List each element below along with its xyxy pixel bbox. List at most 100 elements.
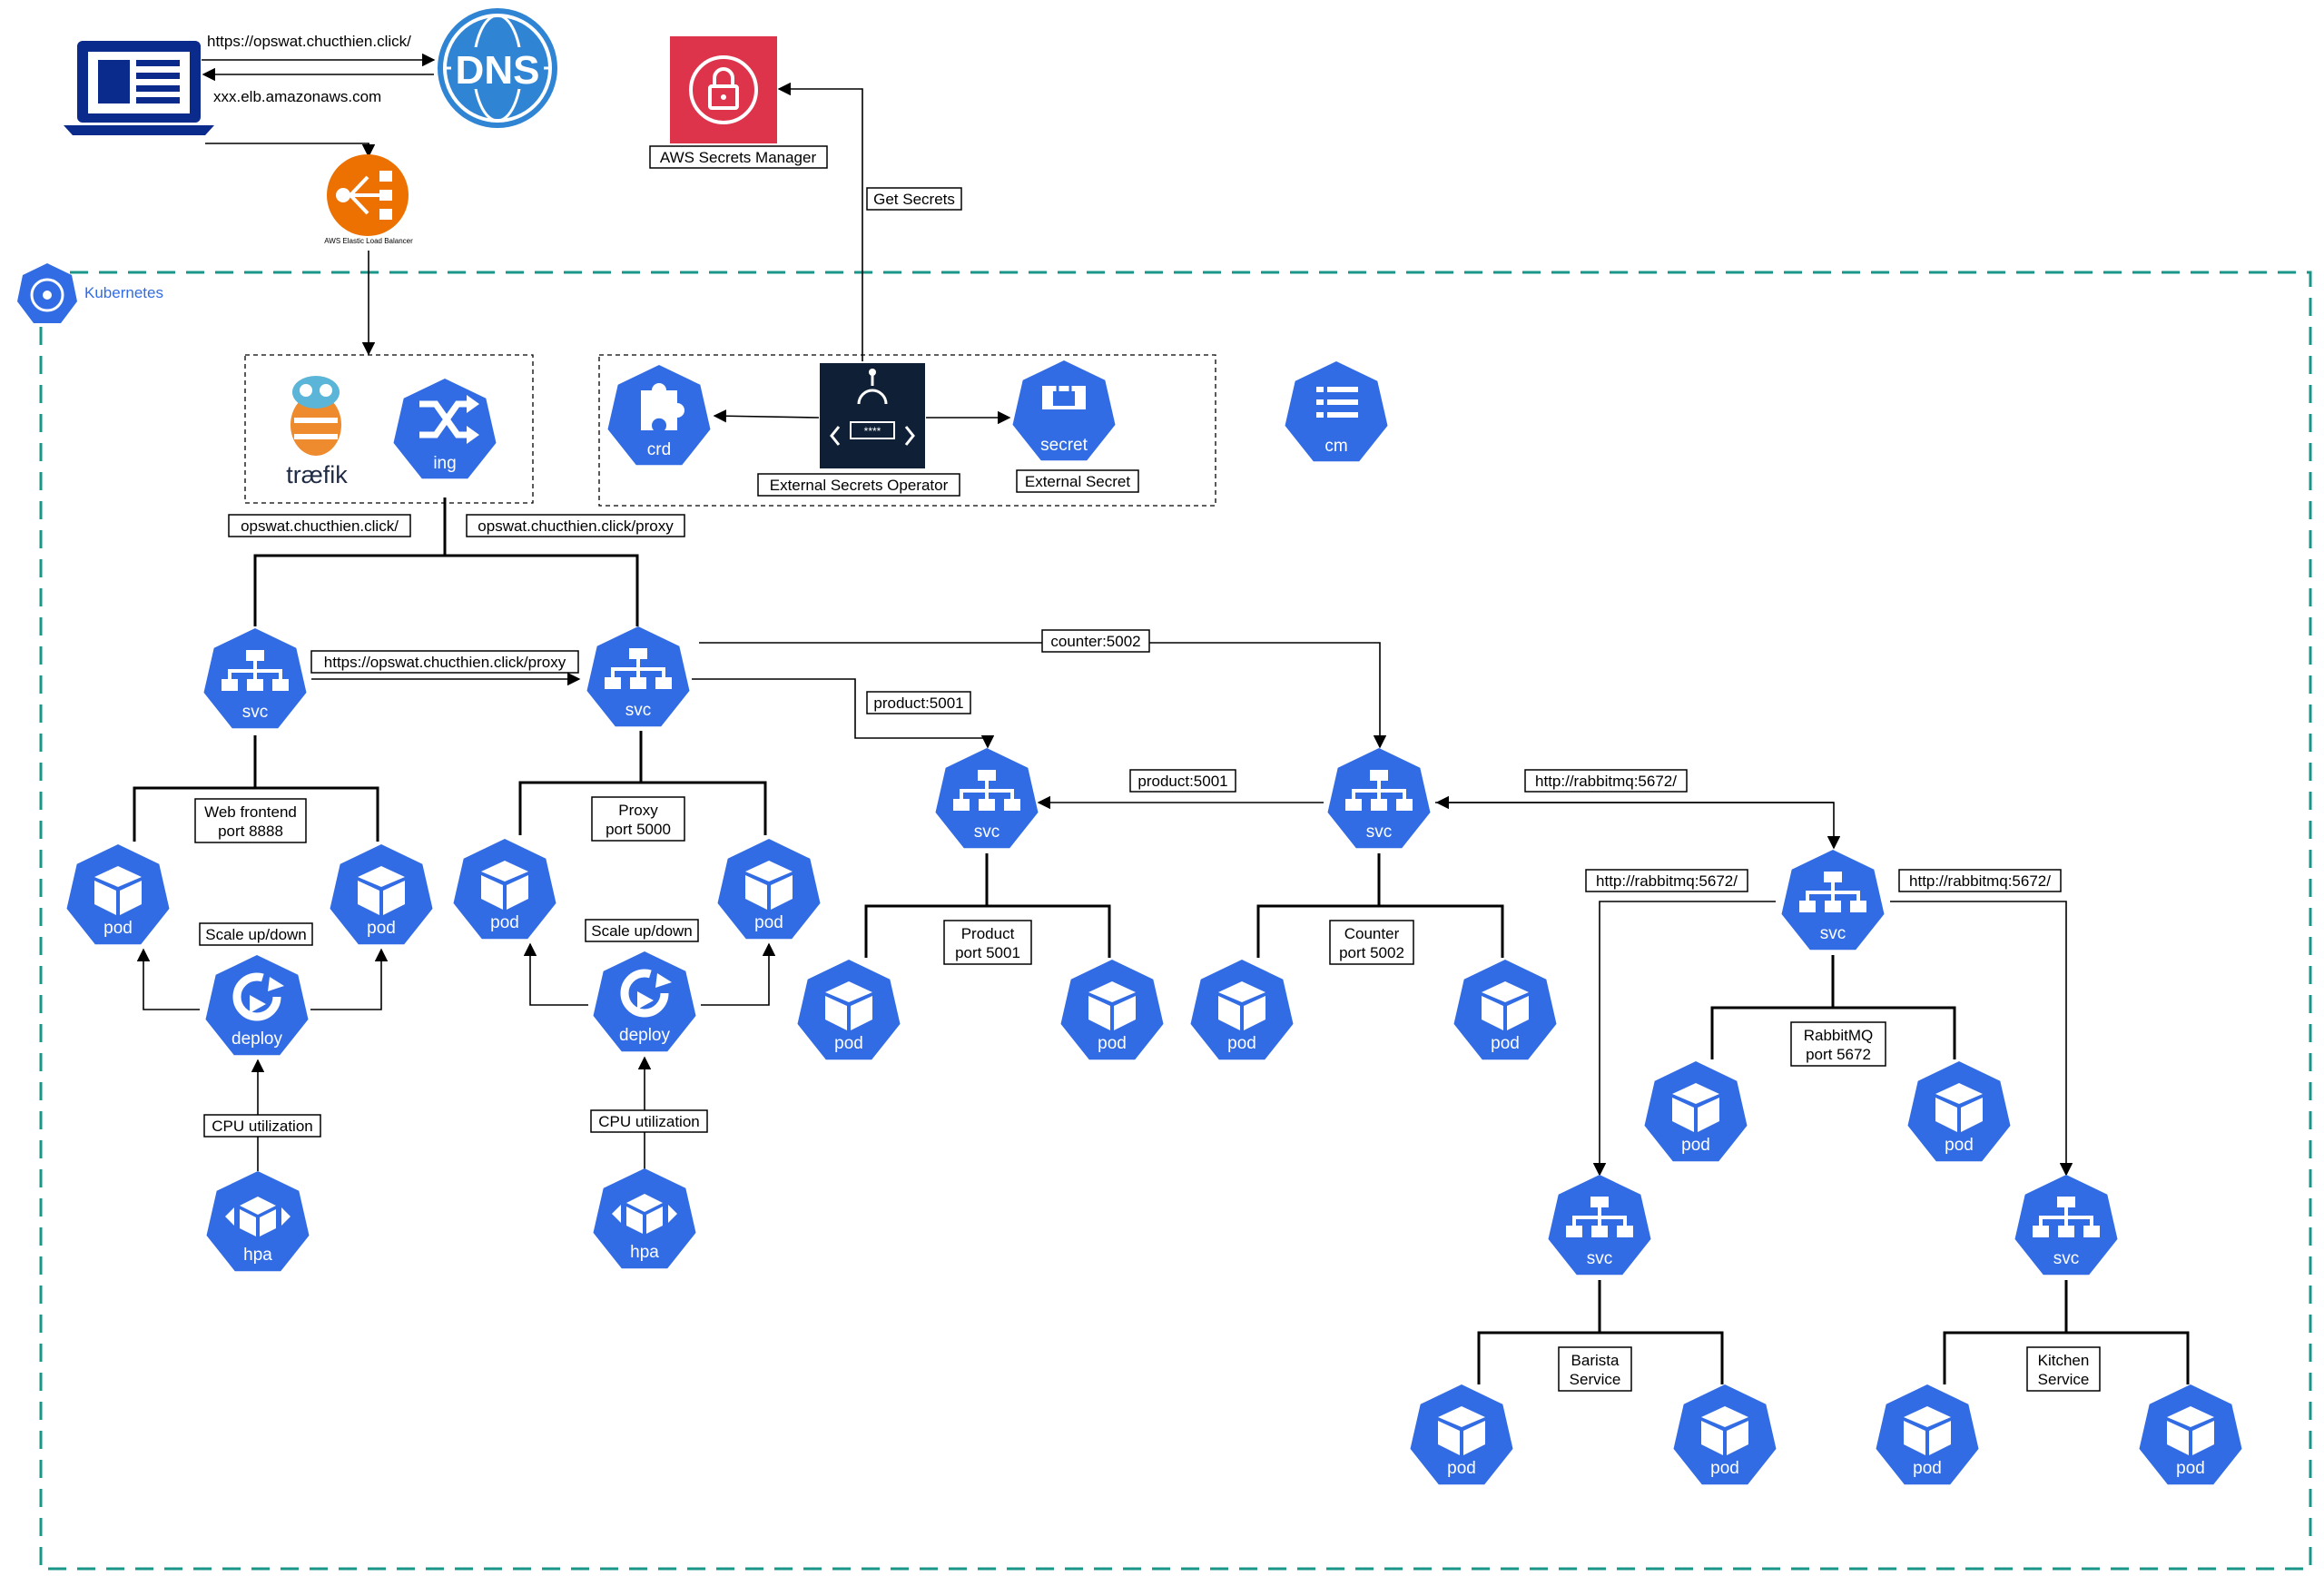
- barista-pod-2-icon: pod: [1673, 1384, 1777, 1485]
- proxy-hpa-caption: hpa: [630, 1243, 659, 1262]
- crd-label: crd: [647, 440, 671, 459]
- external-secret-label: External Secret: [1025, 473, 1130, 490]
- aws-secrets-manager-label: AWS Secrets Manager: [660, 149, 817, 166]
- connector-lines: [133, 731, 2190, 1384]
- ing-label: ing: [433, 454, 456, 473]
- edge-label-web-to-proxy: https://opswat.chucthien.click/proxy: [324, 654, 566, 671]
- web-hpa-caption: hpa: [243, 1246, 272, 1265]
- rabbitmq-svc-caption: svc: [1820, 924, 1846, 943]
- dns-response-label: xxx.elb.amazonaws.com: [213, 88, 381, 105]
- arrow-lines: [136, 642, 2073, 1177]
- web-pod-1-caption: pod: [103, 919, 133, 938]
- edge-label-rabbit-to-barista: http://rabbitmq:5672/: [1596, 872, 1738, 890]
- configmap-label: cm: [1324, 437, 1347, 456]
- kubernetes-cluster-border: [39, 271, 2312, 1571]
- web-hpa-icon: hpa: [206, 1171, 310, 1272]
- product-svc-icon: svc: [935, 748, 1039, 849]
- web-svc-icon: svc: [203, 628, 307, 729]
- kubernetes-label: Kubernetes: [84, 284, 163, 301]
- web-svc-caption: svc: [242, 703, 269, 722]
- edge-operator-to-secrets-manager: [777, 82, 863, 361]
- external-secrets-group-box: [598, 354, 1216, 507]
- counter-pod-1-icon: pod: [1190, 960, 1294, 1060]
- dns-icon: DNS: [438, 8, 557, 128]
- secret-icon-label: secret: [1040, 436, 1088, 455]
- barista-svc-icon: svc: [1548, 1175, 1651, 1276]
- edge-label-proxy-to-product: product:5001: [873, 694, 963, 712]
- counter-pod-2-icon: pod: [1453, 960, 1557, 1060]
- edge-label-rabbit-to-kitchen: http://rabbitmq:5672/: [1909, 872, 2051, 890]
- product-pod-2-icon: pod: [1060, 960, 1164, 1060]
- laptop-icon: [64, 41, 214, 135]
- route-web-label: opswat.chucthien.click/: [241, 517, 399, 535]
- dns-request-url-label: https://opswat.chucthien.click/: [207, 33, 411, 50]
- external-secrets-operator-label: External Secrets Operator: [770, 477, 949, 494]
- dns-text: DNS: [456, 48, 540, 93]
- barista-pod-2-caption: pod: [1710, 1459, 1739, 1478]
- edge-label-proxy-to-counter: counter:5002: [1050, 633, 1140, 650]
- edge-ingress-to-services: [253, 554, 639, 626]
- barista-svc-caption: svc: [1587, 1249, 1613, 1268]
- web-deploy-caption: deploy: [231, 1029, 282, 1049]
- edge-label-counter-to-rabbit: http://rabbitmq:5672/: [1535, 773, 1677, 790]
- web-deploy-icon: deploy: [205, 955, 309, 1056]
- configmap-icon: cm: [1285, 361, 1388, 462]
- route-proxy-label: opswat.chucthien.click/proxy: [478, 517, 674, 535]
- proxy-deploy-icon: deploy: [593, 951, 696, 1052]
- rabbitmq-pod-1-caption: pod: [1681, 1136, 1710, 1155]
- traefik-gopher-icon: [290, 376, 341, 456]
- external-secrets-operator-icon: ****: [820, 363, 925, 468]
- aws-secrets-manager-icon: [670, 36, 777, 143]
- service-label-boxes: [194, 796, 2101, 1392]
- proxy-deploy-caption: deploy: [619, 1026, 670, 1045]
- proxy-pod-1-caption: pod: [490, 913, 519, 932]
- kitchen-pod-2-caption: pod: [2176, 1459, 2205, 1478]
- barista-pod-1-icon: pod: [1410, 1384, 1513, 1485]
- rabbitmq-pod-1-icon: pod: [1644, 1061, 1748, 1162]
- product-pod-1-icon: pod: [797, 960, 901, 1060]
- kubernetes-logo-icon: [17, 263, 77, 323]
- elb-icon: [327, 154, 409, 236]
- elb-caption: AWS Elastic Load Balancer: [324, 237, 413, 245]
- proxy-pod-2-caption: pod: [754, 913, 783, 932]
- barista-pod-1-caption: pod: [1447, 1459, 1476, 1478]
- traefik-text: træfik: [286, 461, 348, 488]
- cpu-web-label: CPU utilization: [212, 1118, 313, 1135]
- operator-code: ****: [864, 425, 881, 438]
- product-pod-1-caption: pod: [834, 1034, 863, 1053]
- scale-proxy-label: Scale up/down: [591, 922, 693, 940]
- edge-operator-to-crd: [713, 409, 820, 423]
- kitchen-pod-2-icon: pod: [2139, 1384, 2242, 1485]
- kitchen-svc-caption: svc: [2053, 1249, 2080, 1268]
- web-pod-2-icon: pod: [330, 844, 433, 945]
- product-pod-2-caption: pod: [1098, 1034, 1127, 1053]
- proxy-pod-1-icon: pod: [453, 839, 556, 940]
- counter-svc-icon: svc: [1327, 748, 1431, 849]
- counter-pod-1-caption: pod: [1227, 1034, 1256, 1053]
- rabbitmq-pod-2-caption: pod: [1945, 1136, 1974, 1155]
- proxy-svc-caption: svc: [625, 701, 652, 720]
- crd-icon: crd: [607, 365, 711, 466]
- proxy-hpa-icon: hpa: [593, 1168, 696, 1269]
- counter-pod-2-caption: pod: [1491, 1034, 1520, 1053]
- secret-icon: secret: [1012, 360, 1116, 461]
- edge-laptop-to-elb: [205, 143, 369, 149]
- k8s-nodes: svc svc svc svc svc svc svc pod pod pod pod pod pod p…: [66, 626, 2242, 1485]
- kitchen-pod-1-caption: pod: [1913, 1459, 1942, 1478]
- cpu-proxy-label: CPU utilization: [598, 1113, 700, 1130]
- get-secrets-label: Get Secrets: [873, 191, 955, 208]
- rabbitmq-svc-icon: svc: [1781, 850, 1885, 951]
- counter-svc-caption: svc: [1366, 823, 1393, 842]
- ingress-group-box: [244, 354, 534, 504]
- edge-label-counter-to-product: product:5001: [1137, 773, 1227, 790]
- scale-web-label: Scale up/down: [205, 926, 307, 943]
- web-pod-2-caption: pod: [367, 919, 396, 938]
- rabbitmq-pod-2-icon: pod: [1907, 1061, 2011, 1162]
